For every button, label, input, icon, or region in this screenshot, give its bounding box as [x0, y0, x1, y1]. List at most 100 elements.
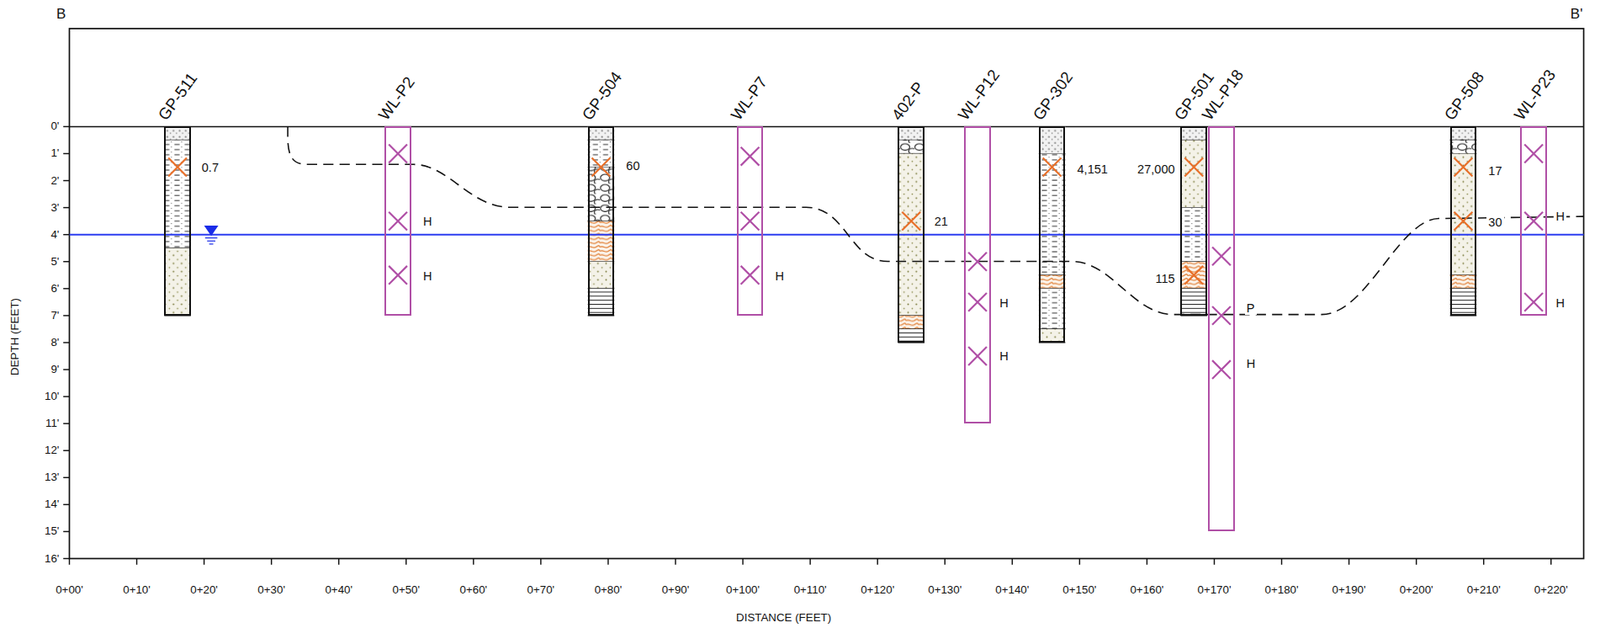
- soil-layer: [1038, 153, 1066, 275]
- sample-mark: [168, 158, 187, 177]
- well-column: WL-P2: [384, 126, 412, 315]
- axis-label: 0+210': [1467, 583, 1501, 597]
- axis-tick: [1415, 558, 1417, 565]
- sample-mark: [1043, 158, 1062, 177]
- contact-line: [287, 126, 1585, 314]
- axis-tick: [63, 180, 69, 181]
- boring-column: GP-302: [1038, 126, 1066, 343]
- axis-tick: [136, 558, 138, 565]
- boring-name: 402-P: [889, 79, 928, 123]
- axis-label: 14': [44, 498, 59, 511]
- boring-name: WL-P23: [1511, 67, 1559, 124]
- axis-tick: [472, 558, 474, 565]
- sample-mark: [1184, 158, 1203, 177]
- soil-layer: [897, 328, 925, 343]
- axis-label: 5': [50, 254, 59, 268]
- axis-label: 0+190': [1332, 583, 1367, 597]
- axis-tick: [405, 558, 407, 565]
- axis-label: 0+170': [1197, 583, 1231, 597]
- sample-mark: [741, 265, 760, 285]
- axis-label: 0+20': [190, 583, 218, 597]
- axis-tick: [540, 558, 541, 565]
- axis-tick: [1213, 558, 1215, 565]
- soil-layer: [1450, 288, 1478, 316]
- sample-value: H: [421, 214, 435, 228]
- axis-tick: [63, 422, 69, 424]
- axis-tick: [203, 558, 205, 565]
- axis-label: 0+100': [725, 583, 760, 597]
- axis-label: 0+60': [460, 583, 488, 597]
- well-column: WL-P18: [1207, 126, 1235, 531]
- axis-tick: [63, 476, 69, 478]
- soil-layer: [1180, 288, 1208, 316]
- sample-mark: [388, 144, 408, 164]
- soil-layer: [1038, 126, 1066, 154]
- boring-column: GP-511: [164, 126, 191, 315]
- soil-layer: [588, 139, 615, 167]
- soil-layer: [1180, 126, 1208, 140]
- soil-layer: [164, 139, 191, 248]
- sample-mark: [1524, 292, 1543, 312]
- axis-tick: [63, 530, 69, 532]
- soil-layer: [897, 139, 925, 154]
- axis-label: 0+140': [995, 583, 1029, 597]
- axis-label: 12': [44, 444, 59, 457]
- soil-layer: [588, 288, 615, 316]
- axis-label: 8': [50, 336, 59, 350]
- axis-label: 0+150': [1062, 583, 1097, 597]
- soil-layer: [588, 221, 615, 262]
- sample-mark: [741, 211, 760, 231]
- soil-layer: [897, 315, 925, 329]
- sample-value: 21: [932, 214, 950, 228]
- sample-value: H: [997, 349, 1011, 363]
- axis-tick: [944, 558, 946, 565]
- well-column: WL-P23: [1520, 126, 1548, 315]
- boring-name: WL-P7: [727, 74, 770, 123]
- boring-name: WL-P2: [376, 74, 419, 123]
- sample-value: H: [1245, 356, 1258, 371]
- axis-label: 13': [44, 471, 59, 484]
- soil-layer: [164, 248, 191, 316]
- soil-layer: [1038, 288, 1066, 329]
- axis-tick: [674, 558, 676, 565]
- sample-value: 30: [1486, 215, 1504, 229]
- sample-mark: [1454, 211, 1473, 231]
- axis-tick: [1011, 558, 1013, 565]
- axis-tick: [63, 233, 69, 235]
- axis-label: 0+200': [1399, 583, 1434, 597]
- axis-tick: [68, 558, 70, 565]
- sample-mark: [388, 265, 408, 285]
- sample-value: 60: [624, 158, 642, 172]
- axis-tick: [1348, 558, 1350, 565]
- soil-layer: [588, 261, 615, 289]
- sample-value: 0.7: [200, 160, 221, 175]
- soil-layer: [1180, 139, 1208, 207]
- axis-tick: [809, 558, 811, 565]
- axis-label: 0+130': [927, 583, 962, 597]
- sample-mark: [1212, 246, 1231, 265]
- axis-label: 0+10': [122, 583, 151, 597]
- axis-tick: [63, 126, 69, 128]
- water-table-symbol: [204, 225, 219, 244]
- sample-mark: [901, 211, 921, 231]
- axis-title: DEPTH (FEET): [9, 297, 22, 376]
- boring-name: GP-508: [1441, 68, 1487, 123]
- axis-tick: [63, 341, 69, 343]
- axis-tick: [63, 557, 69, 559]
- axis-label: 1': [50, 147, 59, 160]
- axis-label: 0+220': [1534, 583, 1569, 597]
- boring-name: GP-511: [155, 69, 201, 123]
- sample-mark: [1184, 265, 1203, 285]
- axis-tick: [63, 206, 69, 208]
- axis-title: DISTANCE (FEET): [736, 611, 832, 625]
- axis-label: 0+90': [662, 583, 690, 597]
- axis-tick: [741, 558, 743, 565]
- axis-label: 9': [50, 363, 59, 377]
- sample-mark: [1212, 306, 1231, 325]
- axis-label: 6': [50, 281, 59, 295]
- sample-value: H: [997, 296, 1011, 310]
- sample-mark: [1524, 211, 1543, 231]
- section-end: B': [1570, 6, 1584, 23]
- axis-tick: [63, 260, 69, 262]
